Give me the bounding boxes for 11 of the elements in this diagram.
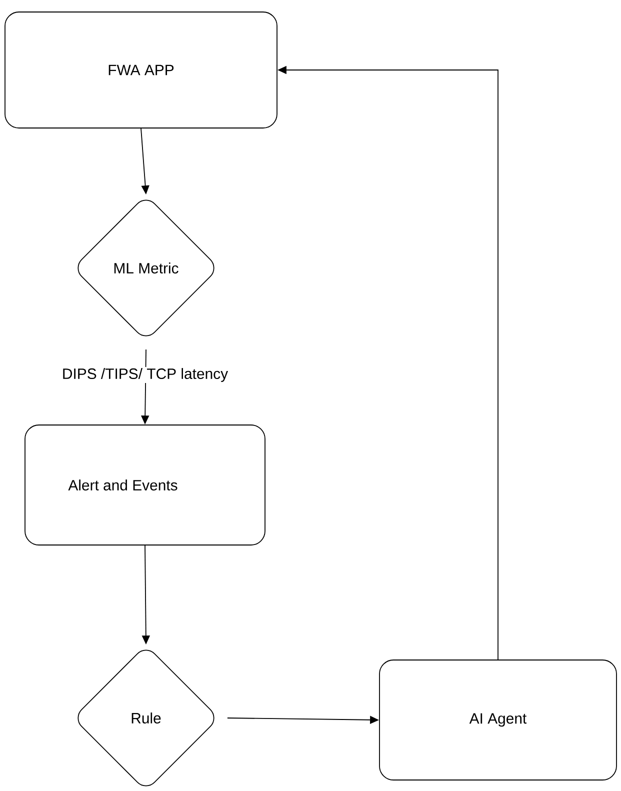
decision-diamond [78,650,214,786]
process-box [4,12,278,128]
decision-diamond [78,200,214,336]
node-label: Rule [132,712,161,724]
node-label: FWA APP [108,64,174,76]
node-label: ML Metric [114,262,178,274]
process-box [379,660,617,780]
edge-label: DIPS /TIPS/ TCP latency [60,367,230,383]
node-label: Alert and Events [68,480,178,490]
process-box [24,424,266,546]
node-label: AI Agent [469,713,527,727]
